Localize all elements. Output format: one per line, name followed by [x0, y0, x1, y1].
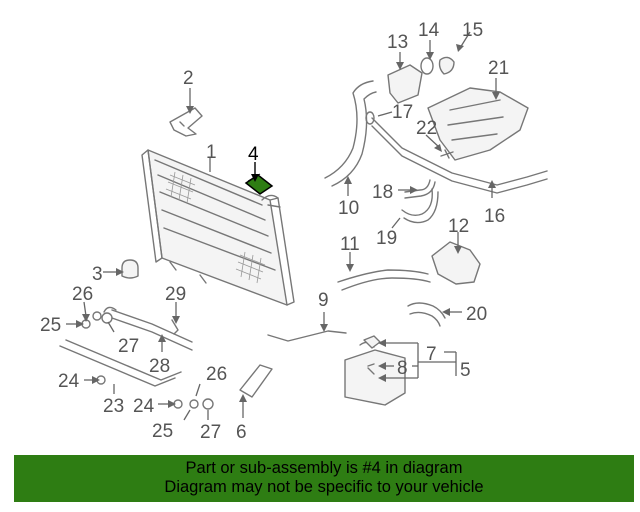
water-pipe — [371, 117, 548, 194]
callout-8: 8 — [397, 358, 408, 379]
washer-27 — [101, 312, 113, 324]
callout-20: 20 — [466, 304, 487, 325]
thermostat-gasket — [420, 57, 434, 75]
thermostat-housing — [387, 64, 423, 104]
callout-27-left: 27 — [118, 336, 139, 357]
thermostat — [438, 56, 455, 75]
upper-hose — [324, 80, 377, 187]
callout-25-left: 25 — [40, 315, 61, 336]
engine-cover — [427, 87, 529, 161]
banner-line-2: Diagram may not be specific to your vehi… — [164, 478, 484, 496]
callout-24-left: 24 — [58, 371, 80, 392]
callout-11: 11 — [340, 234, 360, 255]
radiator-cap — [244, 173, 274, 195]
callout-25-right: 25 — [152, 421, 173, 442]
callout-14: 14 — [418, 20, 440, 41]
washer-25b — [189, 399, 199, 409]
leader-lines — [66, 31, 500, 421]
callout-17: 17 — [392, 102, 413, 123]
upper-bracket — [169, 107, 203, 137]
callout-19: 19 — [376, 228, 397, 249]
callout-23: 23 — [103, 396, 124, 417]
callout-21: 21 — [488, 58, 509, 79]
mount-grommet — [121, 259, 139, 279]
callout-18: 18 — [372, 182, 393, 203]
callout-4: 4 — [248, 144, 259, 165]
parts-diagram: 1 2 3 4 5 6 7 8 9 10 11 12 13 14 15 16 1… — [40, 20, 548, 443]
radiator — [141, 149, 295, 306]
callout-24-right: 24 — [133, 396, 155, 417]
washer-27b — [202, 398, 214, 410]
callout-15: 15 — [462, 20, 483, 41]
oil-cooler-pipe — [111, 309, 193, 351]
hose-clip — [171, 319, 179, 335]
water-inlet — [431, 241, 481, 285]
bolt — [440, 149, 454, 159]
reservoir-bracket — [239, 364, 273, 398]
callout-10: 10 — [338, 198, 359, 219]
callout-7: 7 — [426, 344, 437, 365]
lower-hose — [337, 269, 431, 291]
callout-3: 3 — [92, 264, 103, 285]
callout-26-left: 26 — [72, 284, 93, 305]
reservoir-cap — [363, 335, 381, 349]
callout-12: 12 — [448, 216, 469, 237]
callout-5: 5 — [460, 360, 471, 381]
callout-16: 16 — [484, 206, 505, 227]
callout-1: 1 — [206, 142, 217, 163]
callout-28: 28 — [149, 356, 170, 377]
overflow-hose — [267, 330, 347, 342]
heater-hose — [407, 302, 446, 327]
small-hose — [401, 188, 439, 224]
washer-26 — [92, 311, 102, 321]
cooler-tube — [59, 339, 182, 387]
banner-line-1: Part or sub-assembly is #4 in diagram — [185, 459, 463, 477]
info-banner: Part or sub-assembly is #4 in diagram Di… — [14, 455, 634, 502]
callout-6: 6 — [236, 422, 247, 443]
callout-9: 9 — [318, 290, 329, 311]
callout-27-right: 27 — [200, 422, 221, 443]
reservoir-hose — [367, 363, 375, 367]
callout-29: 29 — [165, 284, 186, 305]
callout-22: 22 — [416, 118, 437, 139]
callout-2: 2 — [183, 68, 194, 89]
coolant-reservoir — [344, 349, 406, 406]
callout-13: 13 — [387, 32, 408, 53]
callout-26-right: 26 — [206, 364, 227, 385]
bypass-hose — [404, 179, 436, 199]
callout-labels: 1 2 3 4 5 6 7 8 9 10 11 12 13 14 15 16 1… — [40, 20, 509, 443]
